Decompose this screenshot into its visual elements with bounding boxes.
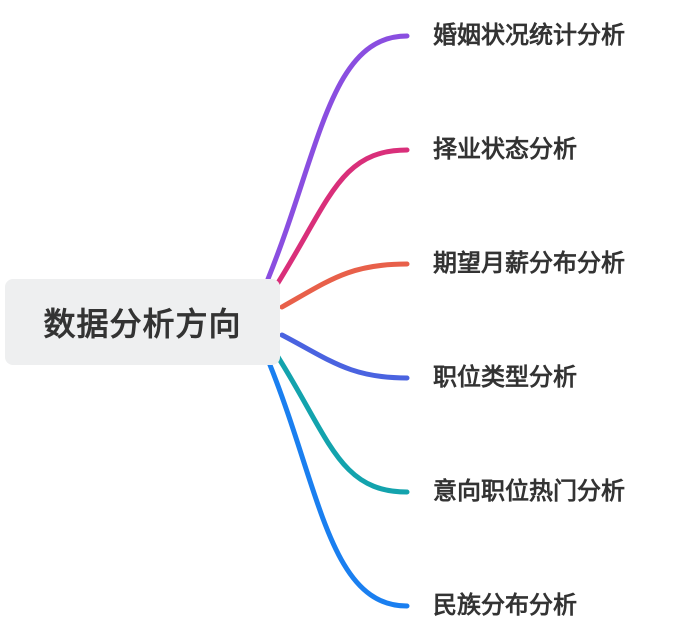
branch-node-expected-salary[interactable]: 期望月薪分布分析 bbox=[433, 249, 625, 277]
connector-branch-2 bbox=[279, 261, 410, 310]
branch-node-popular-positions[interactable]: 意向职位热门分析 bbox=[433, 477, 625, 505]
root-node[interactable]: 数据分析方向 bbox=[5, 279, 280, 365]
connector-branch-4 bbox=[275, 354, 410, 495]
branch-node-ethnicity[interactable]: 民族分布分析 bbox=[433, 591, 577, 619]
root-label: 数据分析方向 bbox=[43, 305, 242, 343]
branch-node-job-type[interactable]: 职位类型分析 bbox=[433, 363, 577, 391]
connector-branch-1 bbox=[273, 147, 410, 289]
branch-node-marital-status[interactable]: 婚姻状况统计分析 bbox=[433, 21, 625, 49]
branch-node-job-status[interactable]: 择业状态分析 bbox=[433, 135, 577, 163]
connector-branch-0 bbox=[265, 33, 410, 282]
connector-branch-3 bbox=[279, 332, 410, 381]
connector-branch-5 bbox=[267, 362, 410, 609]
